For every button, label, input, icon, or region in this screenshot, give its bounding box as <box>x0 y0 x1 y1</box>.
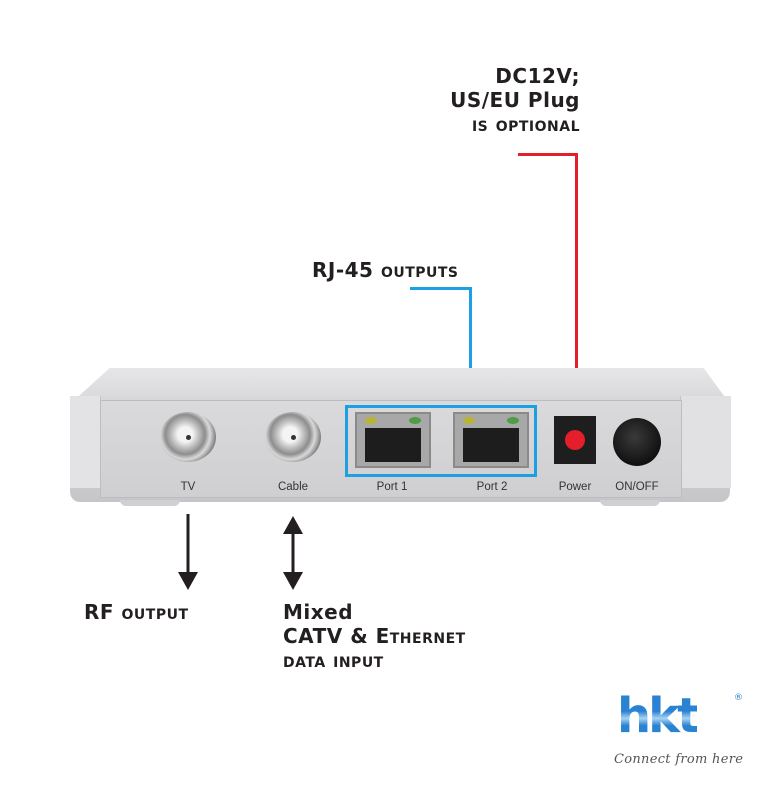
power-callout-line2: US/EU Plug <box>450 88 580 112</box>
label-port2: Port 2 <box>476 481 508 493</box>
mixed-input-callout: Mixed CATV & Ethernet data input <box>283 600 523 672</box>
power-callout-line3: is optional <box>471 112 580 136</box>
activity-led-icon <box>507 417 519 424</box>
power-callout-line1: DC12V; <box>495 64 580 88</box>
label-port1: Port 1 <box>376 481 408 493</box>
power-leader-vertical <box>575 153 578 440</box>
activity-led-icon <box>409 417 421 424</box>
rj45-leader-horizontal <box>410 287 472 290</box>
link-led-icon <box>463 417 475 424</box>
mixed-input-line1: Mixed <box>283 600 354 624</box>
link-led-icon <box>365 417 377 424</box>
mixed-input-line2: CATV & Ethernet <box>283 624 466 648</box>
power-leader-horizontal <box>518 153 578 156</box>
down-arrow-icon <box>178 514 198 590</box>
device-foot-right <box>600 500 660 506</box>
rj45-leader-vertical <box>469 287 472 407</box>
label-power: Power <box>558 481 592 493</box>
rj45-socket-icon <box>365 428 421 462</box>
rj45-highlight-frame <box>345 405 537 477</box>
mixed-input-line3: data input <box>283 648 384 672</box>
tv-f-connector[interactable] <box>160 412 216 462</box>
rj45-port-2[interactable] <box>453 412 529 468</box>
power-callout: DC12V; US/EU Plug is optional <box>380 64 580 136</box>
rj45-socket-icon <box>463 428 519 462</box>
rj45-port-1[interactable] <box>355 412 431 468</box>
label-onoff: ON/OFF <box>615 481 659 493</box>
connector-pin-icon <box>185 434 191 440</box>
rj45-callout: RJ-45 outputs <box>312 258 459 282</box>
label-cable: Cable <box>277 481 309 493</box>
bidirectional-arrow-icon <box>283 516 303 590</box>
onoff-switch[interactable] <box>613 418 661 466</box>
device-foot-left <box>120 500 180 506</box>
device-right-cap <box>680 396 731 488</box>
device-left-cap <box>70 396 101 488</box>
connector-pin-icon <box>290 434 296 440</box>
registered-mark: ® <box>734 693 743 703</box>
logo-tagline: Connect from here <box>614 752 744 767</box>
hkt-logo: hkt <box>617 688 700 744</box>
cable-f-connector[interactable] <box>265 412 321 462</box>
label-tv: TV <box>180 481 196 493</box>
rf-output-callout: RF output <box>84 600 189 624</box>
power-highlight-dot <box>565 430 585 450</box>
